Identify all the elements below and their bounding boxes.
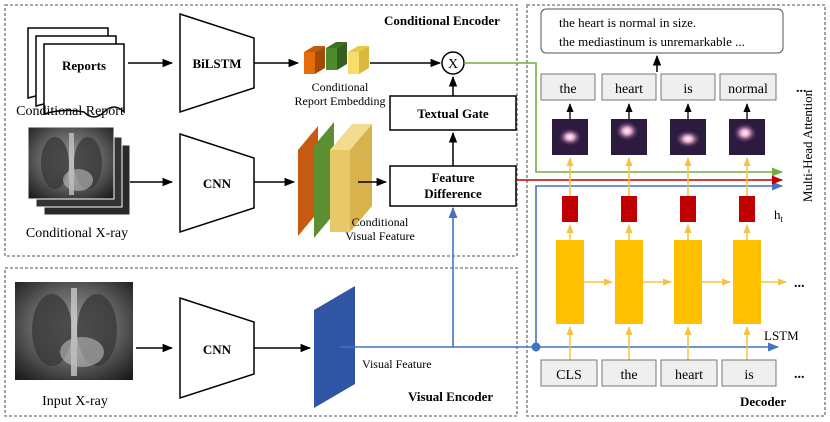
lstm-cells (556, 240, 761, 324)
textual-gate-box (389, 95, 517, 131)
conditional-cnn-block: CNN (179, 132, 255, 234)
report-embedding-label-line2: Report Embedding (295, 94, 386, 108)
conditional-encoder-title: Conditional Encoder (384, 13, 500, 28)
visual-feature-label: Visual Feature (362, 357, 432, 371)
generated-report-bubble (540, 8, 784, 54)
input-token-text: CLS (556, 368, 582, 383)
visual-feature-flow (340, 181, 784, 352)
multiply-symbol: X (448, 57, 458, 72)
conditional-report-caption: Conditional Report (16, 104, 124, 119)
input-ellipsis: ... (794, 367, 805, 382)
lstm-ellipsis: ... (794, 276, 805, 291)
visual-cnn-block: CNN (179, 296, 255, 400)
input-token-heart: heart (660, 359, 718, 387)
input-xray-icon (15, 282, 133, 380)
lstm-to-hidden-arrows (566, 224, 751, 240)
output-token-heart: heart (601, 73, 657, 101)
visual-encoder-title: Visual Encoder (408, 389, 493, 404)
hidden-state-label: ht (774, 207, 784, 224)
decoder-title: Decoder (740, 394, 786, 409)
reports-doc-label: Reports (62, 58, 106, 73)
bilstm-block: BiLSTM (179, 12, 255, 114)
hidden-to-attention-arrows (566, 157, 751, 196)
multi-head-attention-label: Multi-Head Attention (800, 89, 815, 202)
visual-encoder-panel: Visual Encoder (4, 267, 518, 417)
lstm-label: LSTM (764, 328, 799, 343)
output-ellipsis: ... (796, 81, 807, 96)
input-xray-caption: Input X-ray (42, 394, 108, 409)
attention-heatmap-icon (552, 119, 765, 155)
output-token-text: heart (615, 82, 643, 97)
feature-difference-label-line1: Feature (431, 170, 474, 185)
output-token-text: is (683, 82, 692, 97)
gated-text-flow (464, 62, 784, 177)
output-token-is: is (660, 73, 716, 101)
hidden-state-blocks (562, 196, 755, 222)
conditional-cnn-label: CNN (203, 176, 232, 191)
report-embedding-label-line1: Conditional (312, 80, 369, 94)
token-to-lstm-arrows (566, 326, 751, 360)
conditional-visual-feature-label-line1: Conditional (352, 215, 409, 229)
visual-feature-slab (314, 286, 355, 408)
feature-difference-label-line2: Difference (424, 186, 482, 201)
bilstm-label: BiLSTM (192, 56, 241, 71)
conditional-xray-icon (27, 126, 131, 216)
heatmap-to-token-arrows (566, 103, 751, 119)
conditional-encoder-panel: Conditional Encoder (4, 4, 518, 257)
conditional-visual-feature-label-line2: Visual Feature (345, 229, 415, 243)
input-token-the: the (601, 359, 657, 387)
input-token-text: is (744, 368, 753, 383)
multiply-icon: X (441, 51, 465, 75)
output-token-text: the (559, 82, 576, 97)
input-token-text: heart (675, 368, 703, 383)
report-embedding-cubes (304, 42, 369, 74)
conditional-xray-caption: Conditional X-ray (26, 226, 128, 241)
generated-report-line1: the heart is normal in size. (559, 15, 696, 30)
output-token-the: the (540, 73, 596, 101)
input-token-text: the (620, 368, 637, 383)
visual-cnn-label: CNN (203, 342, 232, 357)
output-token-normal: normal (719, 73, 777, 101)
input-token-cls: CLS (540, 359, 598, 387)
input-token-is: is (721, 359, 777, 387)
feature-difference-box (389, 165, 517, 207)
generated-report-line2: the mediastinum is unremarkable ... (559, 34, 745, 49)
document-stack-icon (27, 27, 125, 118)
textual-gate-label: Textual Gate (417, 106, 489, 121)
conditional-visual-feature-slabs (298, 122, 372, 238)
decoder-panel: Decoder (526, 4, 826, 417)
output-token-text: normal (728, 82, 768, 97)
